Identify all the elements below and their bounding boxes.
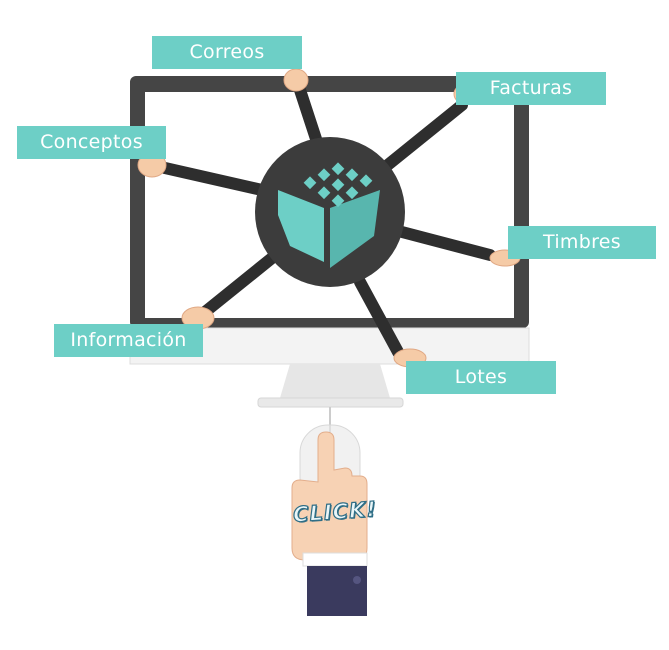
arms [159, 84, 496, 358]
arm-informacion [199, 252, 278, 318]
monitor-stand [280, 364, 390, 398]
clicking-hand [291, 431, 368, 616]
label-facturas[interactable]: Facturas [456, 72, 606, 105]
logo-cube-icon [278, 162, 380, 268]
arm-lotes [354, 276, 404, 358]
sleeve [307, 566, 367, 616]
label-conceptos[interactable]: Conceptos [17, 126, 166, 159]
arm-correos [294, 84, 324, 151]
label-informacion[interactable]: Información [54, 324, 203, 357]
monitor-base [257, 397, 404, 408]
label-lotes[interactable]: Lotes [406, 361, 556, 394]
arm-timbres [396, 226, 496, 261]
arm-facturas [378, 99, 468, 174]
arm-conceptos [159, 162, 268, 196]
label-correos[interactable]: Correos [152, 36, 302, 69]
label-timbres[interactable]: Timbres [508, 226, 656, 259]
hand-correos [283, 68, 309, 92]
cuff [302, 552, 368, 567]
